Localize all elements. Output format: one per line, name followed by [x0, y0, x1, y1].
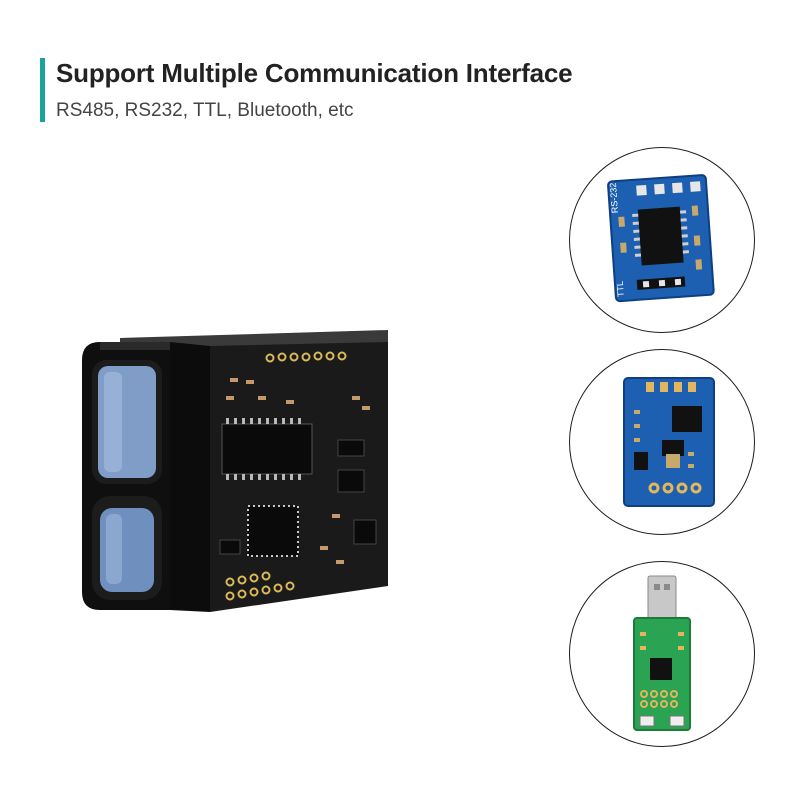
rs232-board-icon: RS-232 TTL [607, 174, 715, 303]
page-subtitle: RS485, RS232, TTL, Bluetooth, etc [56, 100, 354, 121]
laser-rangefinder-module-image [70, 320, 410, 625]
usb-board-thumbnail [569, 561, 755, 747]
rs485-board-icon [623, 377, 715, 507]
ttl-silk-label: TTL [615, 281, 626, 298]
rs232-silk-label: RS-232 [608, 182, 620, 213]
usb-board-icon [633, 575, 691, 731]
rs485-board-thumbnail [569, 349, 755, 535]
page-title: Support Multiple Communication Interface [56, 58, 573, 88]
accent-bar [40, 58, 45, 122]
laser-module-icon [82, 330, 388, 612]
rs232-ttl-board-thumbnail: RS-232 TTL [569, 147, 755, 333]
